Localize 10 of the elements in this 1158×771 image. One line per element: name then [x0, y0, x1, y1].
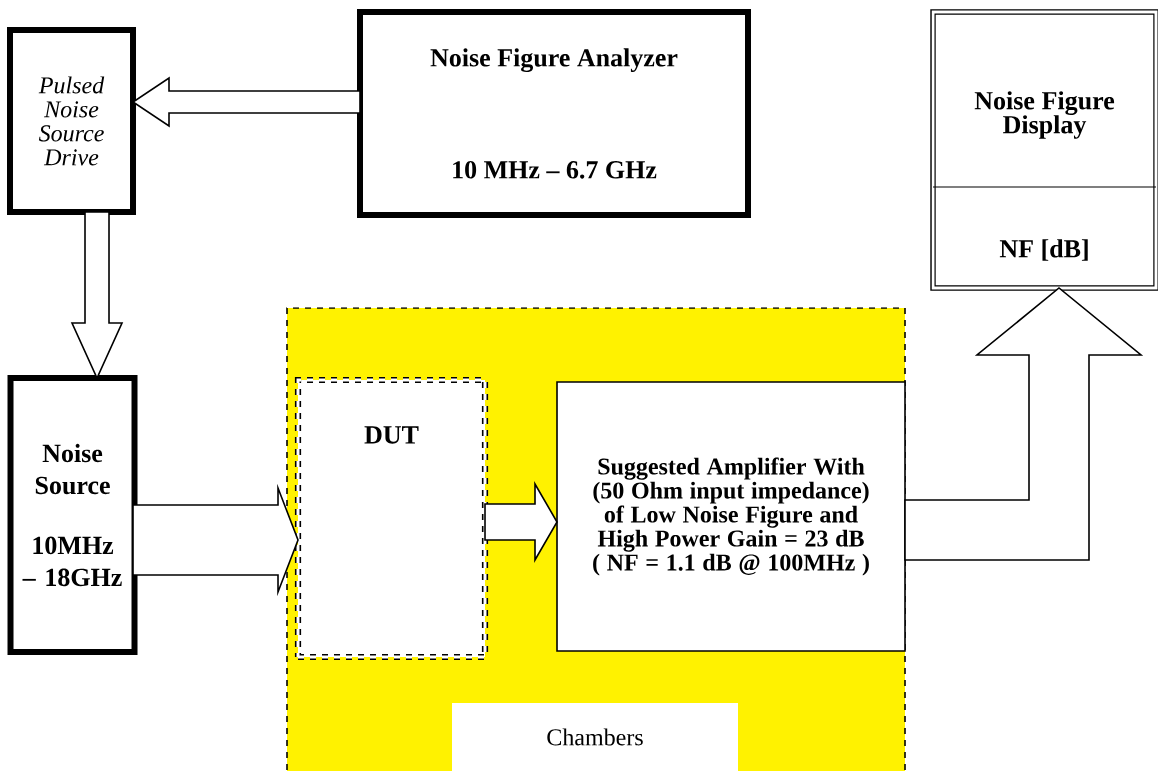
display-box: Noise Figure Display NF [dB]: [930, 9, 1158, 291]
dut-box: DUT: [294, 376, 489, 661]
block-arrow: [904, 286, 1144, 561]
amplifier-box: Suggested Amplifier With (50 Ohm input impedance) of Low Noise Figure and High Power Gain = 23 dB ( NF = 1.1 dB @ 100MHz ): [556, 381, 906, 652]
analyzer-box: Noise Figure Analyzer 10 MHz – 6.7 GHz: [357, 9, 751, 218]
block-arrow: [484, 481, 558, 563]
block-arrow: [131, 76, 361, 128]
source-box: Noise Source 10MHz – 18GHz: [7, 375, 138, 655]
block-arrow: [132, 483, 299, 597]
drive-box: Pulsed Noise Source Drive: [7, 27, 136, 215]
